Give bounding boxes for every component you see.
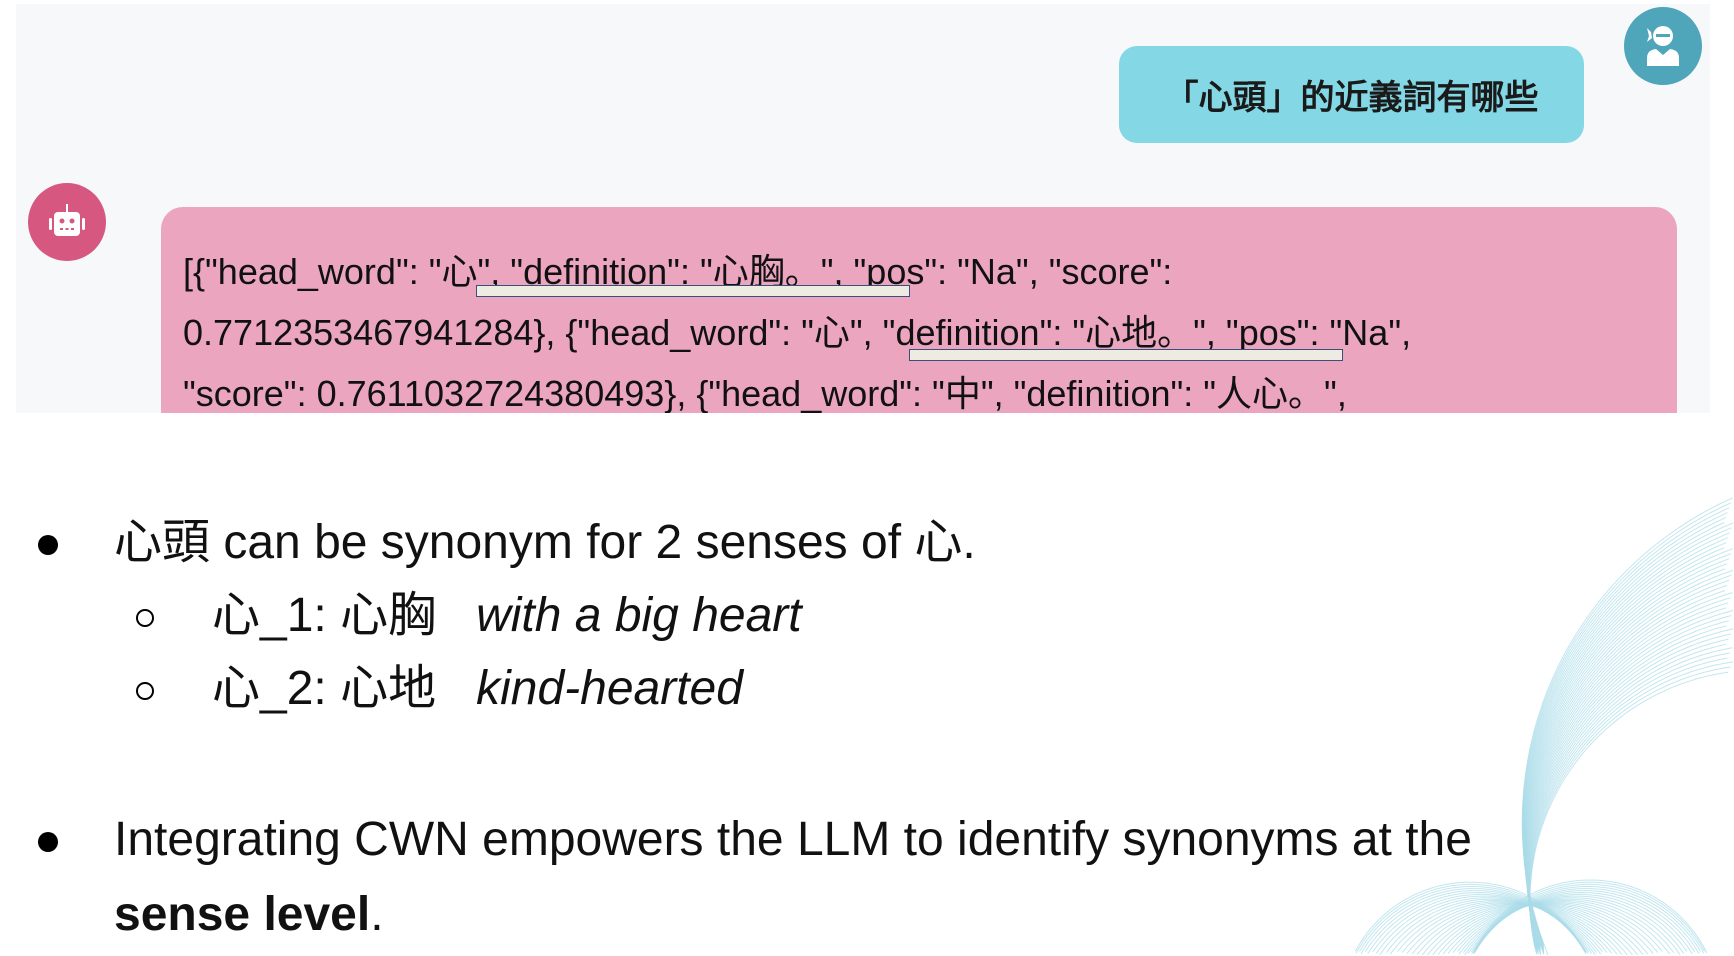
spirograph-ring	[1401, 902, 1608, 953]
sub-bullet-ring	[136, 609, 154, 627]
robot-icon	[49, 204, 85, 236]
spirograph-ring	[1406, 902, 1613, 954]
spirograph-ring	[1521, 497, 1733, 956]
spirograph-ring	[1452, 902, 1659, 953]
user-message-text: 「心頭」的近義詞有哪些	[1164, 78, 1539, 118]
period: .	[370, 888, 384, 941]
bullet-text: Integrating CWN empowers the LLM to iden…	[114, 813, 1472, 866]
sub-bullet-ring	[136, 682, 154, 700]
bold-phrase: sense level	[114, 888, 371, 941]
sense-gloss: with a big heart	[476, 589, 802, 642]
spirograph-ring	[1355, 883, 1587, 954]
spirograph-ring	[1385, 898, 1597, 954]
spirograph-ring	[1457, 901, 1663, 952]
sense-label: 心_1: 心胸	[212, 589, 437, 642]
bot-message-line: "score": 0.7611032724380493}, {"head_wor…	[183, 373, 1347, 413]
bullet-dot	[38, 832, 58, 852]
sub-bullet-text: 心_2: 心地 kind-hearted	[212, 665, 743, 713]
user-avatar	[1624, 7, 1702, 85]
highlight-box	[909, 349, 1343, 361]
bot-message-line: 0.7712353467941284}, {"head_word": "心", …	[183, 312, 1412, 353]
sub-bullet-text: 心_1: 心胸 with a big heart	[212, 592, 802, 640]
user-message-bubble: 「心頭」的近義詞有哪些	[1119, 46, 1584, 143]
spirograph-ring	[1389, 899, 1602, 955]
chat-panel: 「心頭」的近義詞有哪些 [{"head_word": "心", "definit…	[16, 4, 1710, 413]
bot-avatar	[28, 183, 106, 261]
sense-gloss: kind-hearted	[476, 662, 743, 715]
spirograph-ring	[1463, 898, 1675, 954]
spirograph-ring	[1464, 897, 1681, 956]
spirograph-ring	[1467, 895, 1685, 954]
spirograph-ring	[1360, 888, 1587, 954]
spirograph-ring	[1458, 899, 1671, 955]
user-icon	[1647, 26, 1679, 66]
bot-message-bubble: [{"head_word": "心", "definition": "心胸。",…	[161, 207, 1677, 413]
highlight-box	[476, 285, 910, 297]
spirograph-ring	[1354, 881, 1586, 952]
spirograph-ring	[1359, 886, 1586, 952]
sense-label: 心_2: 心地	[212, 662, 437, 715]
spirograph-ring	[1397, 901, 1603, 952]
bullet-text: 心頭 can be synonym for 2 senses of 心.	[114, 516, 976, 569]
bullet-dot	[38, 535, 58, 555]
bullet-text-continued: sense level.	[114, 891, 384, 939]
spirograph-ring	[1447, 902, 1654, 954]
spirograph-ring	[1442, 903, 1649, 955]
